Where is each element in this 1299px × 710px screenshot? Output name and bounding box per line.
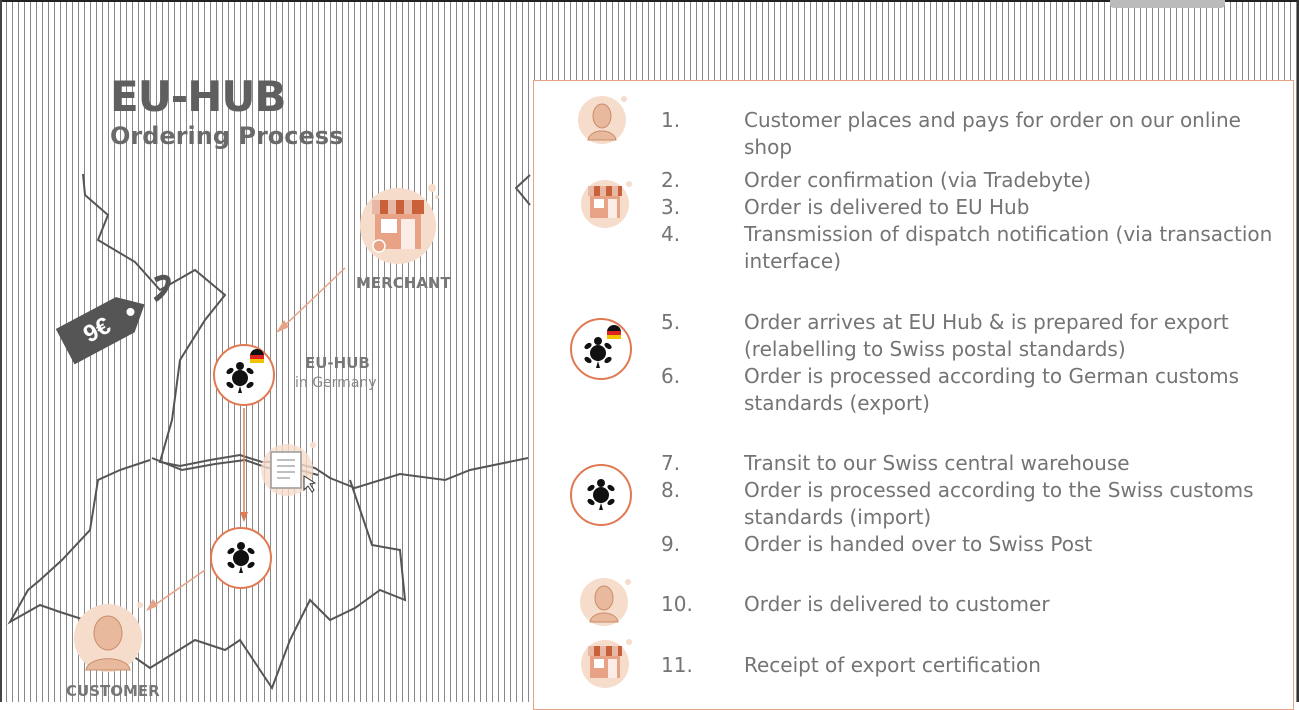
merchant-shop-icon <box>360 184 439 264</box>
eu-hub-sublabel: in Germany <box>295 375 377 391</box>
germany-border <box>82 173 529 490</box>
window-right-border <box>1297 0 1299 702</box>
switzerland-germany-map: 9€ <box>7 173 531 691</box>
switzerland-border <box>7 459 407 691</box>
step-customer-icon <box>578 96 627 144</box>
document-icon <box>261 442 317 496</box>
germany-flag-icon <box>250 349 264 363</box>
page-subtitle: Ordering Process <box>110 122 344 150</box>
step-swiss-turtle-icon <box>570 464 632 526</box>
window-top-tab <box>1110 0 1225 8</box>
window-left-border <box>0 0 2 702</box>
window-top-border <box>0 0 1299 2</box>
eu-hub-label: EU-HUB <box>305 354 370 372</box>
step-shop-icon <box>581 180 632 228</box>
step-customer-delivered-icon <box>580 578 631 626</box>
step-eu-hub-turtle-icon <box>570 318 632 380</box>
step-shop-certificate-icon <box>581 639 632 688</box>
customer-icon <box>74 602 143 672</box>
price-tag-icon <box>55 275 171 365</box>
steps-panel <box>533 80 1294 710</box>
customer-label: CUSTOMER <box>66 682 160 700</box>
eu-hub-turtle-icon <box>213 344 275 406</box>
page-title: EU-HUB <box>110 72 286 121</box>
merchant-label: MERCHANT <box>356 274 451 292</box>
swiss-warehouse-turtle-icon <box>210 527 272 589</box>
